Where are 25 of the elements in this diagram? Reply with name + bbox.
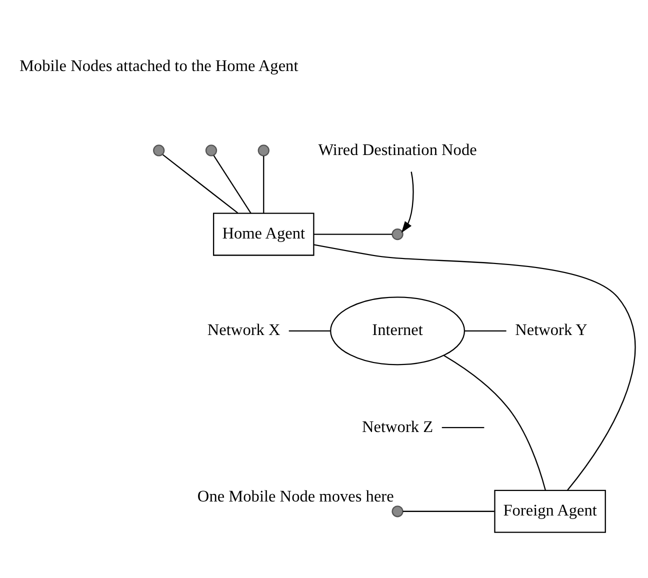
node-text: Network Z xyxy=(362,416,434,436)
arrow xyxy=(401,172,414,233)
node-label: One Mobile Node moves here xyxy=(197,486,394,506)
label: Mobile Nodes attached to the Home Agent xyxy=(19,56,298,75)
node-text: Network X xyxy=(207,320,280,340)
connector xyxy=(314,244,636,491)
connector xyxy=(162,154,238,214)
connector xyxy=(443,354,546,490)
node-circle xyxy=(153,144,165,156)
node-text: Wired Destination Node xyxy=(318,140,477,159)
node-circle xyxy=(258,144,270,156)
node-box: Home Agent xyxy=(212,212,314,256)
node-text: Network Y xyxy=(515,320,588,340)
connector xyxy=(464,330,506,332)
node-circle xyxy=(205,144,218,156)
connector xyxy=(213,155,252,214)
connector xyxy=(314,234,392,235)
connector xyxy=(402,510,494,512)
connector xyxy=(263,156,264,214)
node-circle xyxy=(392,228,404,240)
node-ellipse: Internet xyxy=(330,296,466,366)
node-circle xyxy=(392,506,404,518)
connector xyxy=(442,426,484,428)
connector xyxy=(288,330,330,332)
node-box: Foreign Agent xyxy=(494,490,606,533)
